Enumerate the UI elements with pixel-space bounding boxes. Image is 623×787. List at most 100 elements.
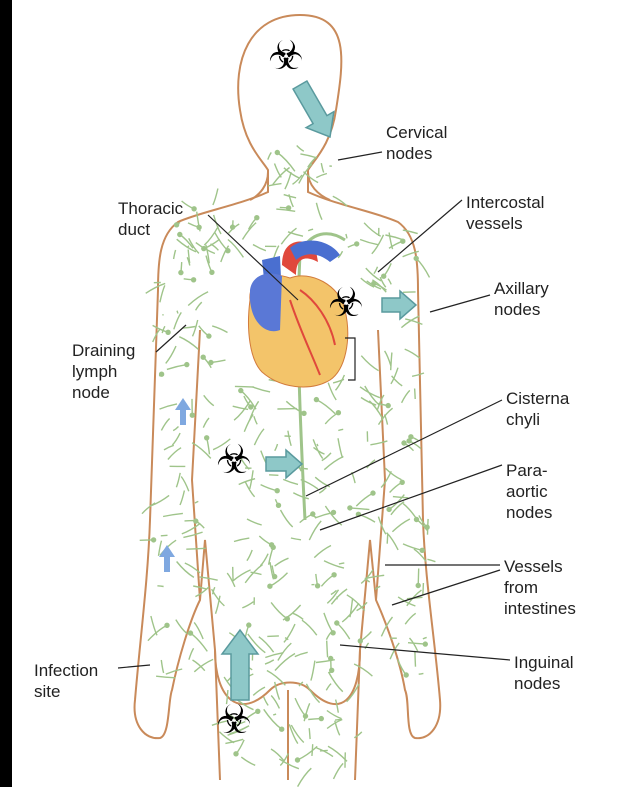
lymph-vessel <box>356 493 373 506</box>
lymph-node <box>332 573 336 577</box>
lymph-node <box>330 668 334 672</box>
lymph-vessel <box>269 475 278 476</box>
lymph-vessel <box>385 415 388 425</box>
lymph-node <box>401 239 405 243</box>
lymph-vessel <box>275 654 295 671</box>
lymph-vessel <box>297 146 304 152</box>
lymph-vessel <box>264 709 282 729</box>
label-infection-site: Infection site <box>34 660 98 702</box>
lymph-vessel <box>264 697 269 706</box>
lymph-node <box>280 727 284 731</box>
lymph-vessel <box>268 184 282 186</box>
lymph-vessel <box>326 684 331 691</box>
lymph-vessel <box>324 561 344 568</box>
lymph-node <box>255 216 259 220</box>
leader-paraaortic <box>320 465 502 530</box>
lymph-node <box>296 758 300 762</box>
lymph-vessel <box>168 448 181 460</box>
lymph-node <box>387 507 391 511</box>
lymph-vessel <box>183 532 202 537</box>
lymph-vessel <box>387 534 388 544</box>
lymph-vessel <box>320 750 328 751</box>
lymph-vessel <box>195 501 198 503</box>
label-axillary-nodes: Axillary nodes <box>494 278 549 320</box>
lymph-vessel <box>410 638 418 651</box>
lymph-vessel <box>176 620 187 634</box>
lymph-vessel <box>247 550 252 561</box>
lymph-vessel <box>285 172 291 189</box>
lymph-vessel <box>243 223 257 240</box>
lymph-vessel <box>415 389 416 400</box>
lymph-vessel <box>298 768 312 786</box>
lymph-vessel <box>308 229 313 231</box>
lymph-vessel <box>309 728 310 739</box>
lymph-vessel <box>157 586 163 587</box>
lymph-vessel <box>366 268 381 281</box>
lymph-vessel <box>304 172 319 183</box>
lymph-vessel <box>402 390 410 402</box>
leader-axillary <box>430 295 490 312</box>
lymph-vessel <box>338 429 343 430</box>
lymph-vessel <box>428 519 429 535</box>
lymph-vessel <box>387 533 399 550</box>
lymph-node <box>386 404 390 408</box>
lymph-vessel <box>392 519 410 532</box>
lymph-vessel <box>381 471 391 487</box>
lymph-node <box>201 355 205 359</box>
leader-vessels-2 <box>392 570 500 605</box>
lymph-node <box>268 584 272 588</box>
lymph-node <box>414 256 418 260</box>
lymph-node <box>302 411 306 415</box>
lymph-vessel <box>283 605 301 620</box>
lymph-vessel <box>253 245 266 251</box>
lymph-vessel <box>388 279 391 285</box>
lymph-vessel <box>328 383 336 400</box>
lymph-vessel <box>281 510 293 527</box>
lymph-vessel <box>265 660 274 664</box>
lymph-vessel <box>276 209 295 211</box>
lymph-vessel <box>284 624 295 642</box>
lymph-vessel <box>142 503 155 514</box>
lymph-vessel <box>316 400 335 414</box>
lymph-vessel <box>161 419 169 431</box>
lymph-node <box>371 491 375 495</box>
lymph-node <box>332 510 336 514</box>
lymph-vessel <box>234 538 249 541</box>
lymph-vessel <box>242 602 253 608</box>
lymph-node <box>348 506 352 510</box>
lymph-vessel <box>293 613 303 619</box>
lymph-node <box>355 242 359 246</box>
arrow-chest-to-axillary <box>382 291 416 319</box>
label-cisterna-chyli: Cisterna chyli <box>506 388 569 430</box>
lymph-node <box>271 545 275 549</box>
lymph-node <box>409 435 413 439</box>
lymph-vessel <box>188 292 208 306</box>
lymph-vessel <box>374 267 378 274</box>
lymph-node <box>247 623 251 627</box>
lymph-vessel <box>241 757 255 765</box>
lymph-vessel <box>298 746 318 760</box>
lymph-vessel <box>211 244 219 250</box>
lymph-node <box>314 398 318 402</box>
lymph-vessel <box>166 669 182 674</box>
lymph-vessel <box>360 240 378 245</box>
lymph-node <box>210 270 214 274</box>
lymph-vessel <box>316 203 322 220</box>
lymph-vessel <box>186 548 206 549</box>
lymph-node <box>277 503 281 507</box>
label-cervical-nodes: Cervical nodes <box>386 122 447 164</box>
lymph-vessel <box>381 404 383 405</box>
lymph-node <box>239 389 243 393</box>
lymph-node <box>304 714 308 718</box>
lymph-vessel <box>166 346 176 363</box>
lymph-node <box>335 621 339 625</box>
lymph-vessel <box>309 521 321 540</box>
leader-infection <box>118 665 150 668</box>
label-thoracic-duct: Thoracic duct <box>118 198 183 240</box>
lymph-vessel <box>204 395 214 405</box>
lymph-vessel <box>360 387 380 398</box>
lymph-node <box>234 752 238 756</box>
lymph-vessel <box>334 763 344 779</box>
lymph-node <box>275 151 279 155</box>
lymph-vessel <box>336 700 339 713</box>
